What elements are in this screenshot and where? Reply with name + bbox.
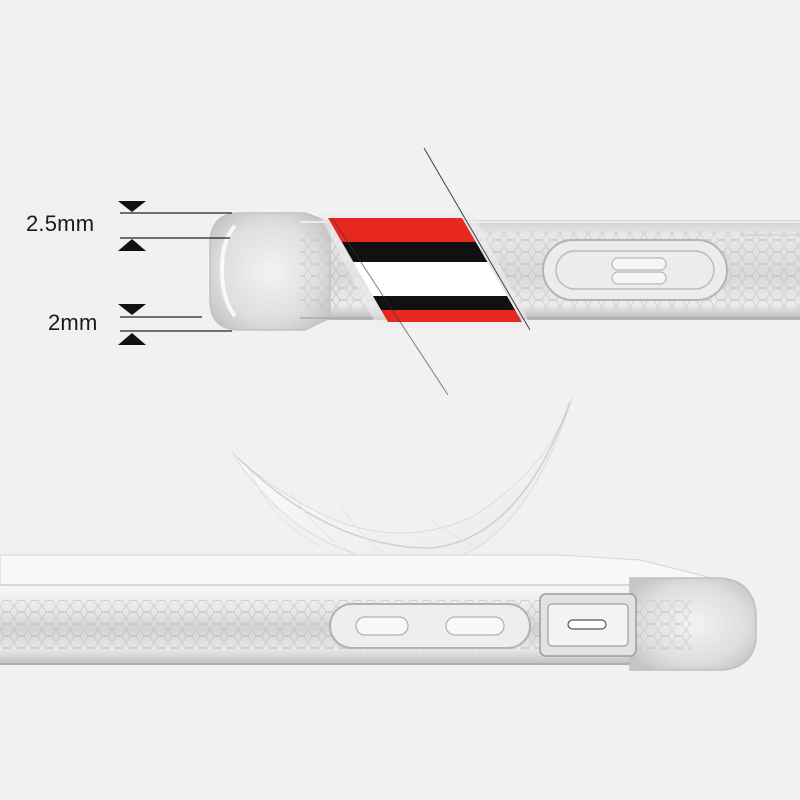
feather-image [231,397,573,567]
edge-thickness-label: 2mm [48,310,98,335]
bottom-case-side [0,554,757,671]
volume-button-cutout [329,603,531,649]
arrow-up-icon [118,333,146,345]
corner-thickness-label: 2.5mm [26,211,95,236]
arrow-up-icon [118,239,146,251]
corner-dimension-callout [118,201,232,251]
arrow-down-icon [118,201,146,212]
edge-dimension-callout [118,304,232,345]
arrow-down-icon [118,304,146,315]
